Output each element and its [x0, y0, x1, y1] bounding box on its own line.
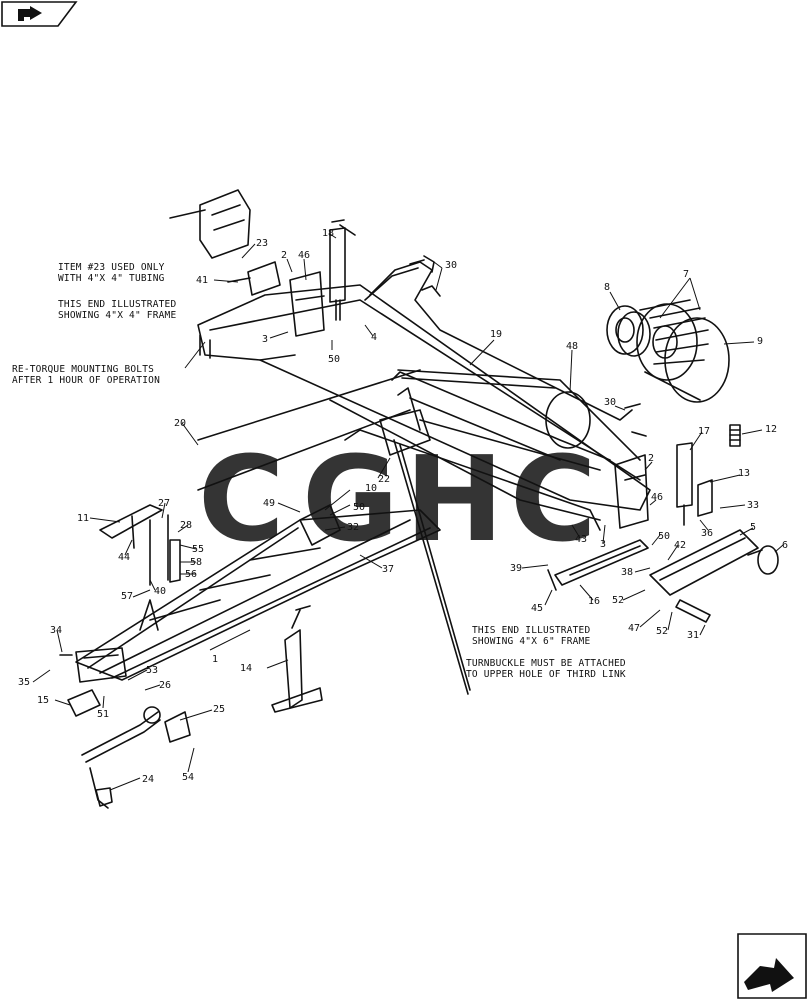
callout: 20 — [174, 418, 186, 429]
note-turnbuckle-line2: TO UPPER HOLE OF THIRD LINK — [466, 669, 626, 680]
callout: 48 — [566, 341, 578, 352]
note-end46-line1: THIS END ILLUSTRATED — [472, 625, 590, 636]
callout: 41 — [196, 275, 208, 286]
callout: 52 — [656, 626, 668, 637]
callout: 4 — [371, 332, 377, 343]
drawing-lines — [59, 189, 779, 809]
note-end46-line2: SHOWING 4"X 6" FRAME — [472, 636, 590, 647]
watermark-letter-3: H — [405, 430, 504, 568]
callout: 36 — [701, 528, 713, 539]
callout: 49 — [263, 498, 275, 509]
note-end44-line2: SHOWING 4"X 4" FRAME — [58, 310, 176, 321]
callout: 25 — [213, 704, 225, 715]
callout: 50 — [353, 502, 365, 513]
callout: 50 — [328, 354, 340, 365]
note-turnbuckle-line1: TURNBUCKLE MUST BE ATTACHED — [466, 658, 626, 669]
callout: 8 — [604, 282, 610, 293]
callout: 53 — [146, 665, 158, 676]
callout: 12 — [765, 424, 777, 435]
callout-numbers: 23 41 2 46 18 30 3 50 4 7 8 9 19 48 30 1… — [18, 228, 788, 785]
callout: 46 — [651, 492, 663, 503]
callout: 26 — [159, 680, 171, 691]
callout: 2 — [281, 250, 287, 261]
callout: 2 — [648, 453, 654, 464]
callout: 23 — [256, 238, 268, 249]
back-arrow-icon[interactable] — [1, 1, 78, 27]
note-item23-line1: ITEM #23 USED ONLY — [58, 262, 165, 273]
callout: 5 — [750, 522, 756, 533]
callout: 6 — [782, 540, 788, 551]
callout: 43 — [575, 534, 587, 545]
callout: 32 — [347, 522, 359, 533]
callout: 46 — [298, 250, 310, 261]
callout: 39 — [510, 563, 522, 574]
callout: 14 — [240, 663, 252, 674]
leader-lines — [32, 233, 784, 791]
callout: 18 — [322, 228, 334, 239]
callout: 10 — [365, 483, 377, 494]
note-retorque-line1: RE-TORQUE MOUNTING BOLTS — [12, 364, 154, 375]
callout: 30 — [445, 260, 457, 271]
callout: 40 — [154, 586, 166, 597]
callout: 52 — [612, 595, 624, 606]
callout: 33 — [747, 500, 759, 511]
callout: 11 — [77, 513, 89, 524]
callout: 35 — [18, 677, 30, 688]
callout: 34 — [50, 625, 62, 636]
callout: 45 — [531, 603, 543, 614]
callout: 42 — [674, 540, 686, 551]
watermark-letter-4: C — [510, 430, 597, 568]
callout: 15 — [37, 695, 49, 706]
callout: 56 — [185, 569, 197, 580]
diagram-notes: ITEM #23 USED ONLY WITH 4"X 4" TUBING TH… — [12, 262, 626, 680]
callout: 7 — [683, 269, 689, 280]
callout: 58 — [190, 557, 202, 568]
callout: 54 — [182, 772, 194, 783]
callout: 9 — [757, 336, 763, 347]
callout: 22 — [378, 474, 390, 485]
callout: 13 — [738, 468, 750, 479]
callout: 55 — [192, 544, 204, 555]
callout: 28 — [180, 520, 192, 531]
callout: 3 — [262, 334, 268, 345]
watermark: C G H C — [198, 430, 597, 568]
callout: 57 — [121, 591, 133, 602]
callout: 47 — [628, 623, 640, 634]
callout: 31 — [687, 630, 699, 641]
callout: 27 — [158, 498, 170, 509]
callout: 38 — [621, 567, 633, 578]
callout: 37 — [382, 564, 394, 575]
watermark-letter-2: G — [302, 430, 399, 568]
callout: 30 — [604, 397, 616, 408]
callout: 1 — [212, 654, 218, 665]
callout: 24 — [142, 774, 154, 785]
callout: 3 — [600, 539, 606, 550]
callout: 44 — [118, 552, 130, 563]
watermark-letter-1: C — [198, 430, 285, 568]
forward-arrow-icon[interactable] — [737, 933, 807, 999]
callout: 16 — [588, 596, 600, 607]
callout: 50 — [658, 531, 670, 542]
note-end44-line1: THIS END ILLUSTRATED — [58, 299, 176, 310]
note-item23-line2: WITH 4"X 4" TUBING — [58, 273, 165, 284]
callout: 17 — [698, 426, 710, 437]
callout: 19 — [490, 329, 502, 340]
callout: 51 — [97, 709, 109, 720]
note-retorque-line2: AFTER 1 HOUR OF OPERATION — [12, 375, 160, 386]
